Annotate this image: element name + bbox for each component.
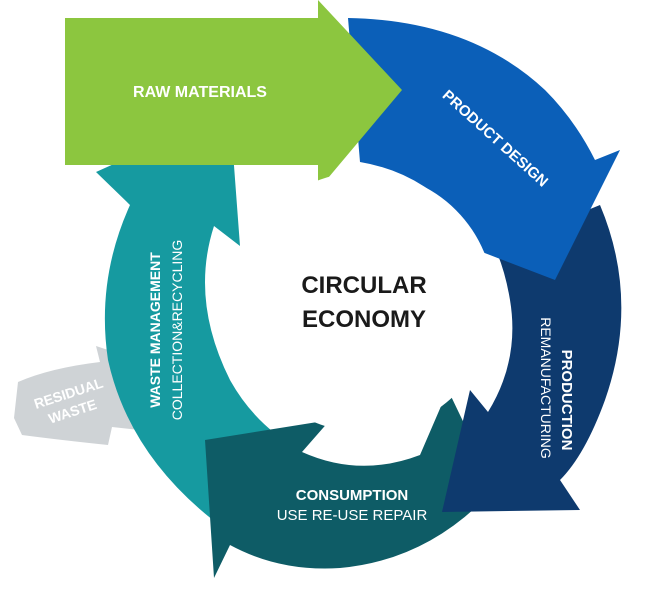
waste-management-segment bbox=[96, 112, 300, 530]
svg-text:REMANUFACTURING: REMANUFACTURING bbox=[538, 317, 554, 459]
production-subtitle: REMANUFACTURING bbox=[538, 317, 554, 459]
production-label: PRODUCTION bbox=[558, 350, 575, 451]
svg-text:WASTE MANAGEMENT: WASTE MANAGEMENT bbox=[147, 252, 163, 408]
center-title-line2: ECONOMY bbox=[302, 306, 426, 333]
consumption-subtitle: USE RE-USE REPAIR bbox=[277, 507, 428, 524]
raw-materials-arrow bbox=[65, 0, 402, 190]
consumption-label: CONSUMPTION bbox=[296, 487, 409, 504]
waste-management-label: WASTE MANAGEMENT bbox=[147, 252, 163, 408]
svg-text:PRODUCTION: PRODUCTION bbox=[558, 350, 575, 451]
svg-text:RAW MATERIALS: RAW MATERIALS bbox=[133, 84, 267, 101]
residual-waste-arrow: RESIDUAL WASTE bbox=[14, 346, 140, 445]
svg-text:COLLECTION&RECYCLING: COLLECTION&RECYCLING bbox=[169, 240, 185, 420]
svg-text:CIRCULAR: CIRCULAR bbox=[301, 272, 426, 299]
product-design-segment bbox=[348, 18, 620, 280]
raw-materials-label: RAW MATERIALS bbox=[133, 84, 267, 101]
svg-text:CONSUMPTION: CONSUMPTION bbox=[296, 487, 409, 504]
production-segment bbox=[442, 205, 622, 512]
center-hub bbox=[234, 172, 494, 432]
svg-text:ECONOMY: ECONOMY bbox=[302, 306, 426, 333]
center-title-line1: CIRCULAR bbox=[301, 272, 426, 299]
waste-management-subtitle: COLLECTION&RECYCLING bbox=[169, 240, 185, 420]
consumption-segment bbox=[205, 390, 495, 578]
svg-text:USE RE-USE REPAIR: USE RE-USE REPAIR bbox=[277, 507, 428, 524]
